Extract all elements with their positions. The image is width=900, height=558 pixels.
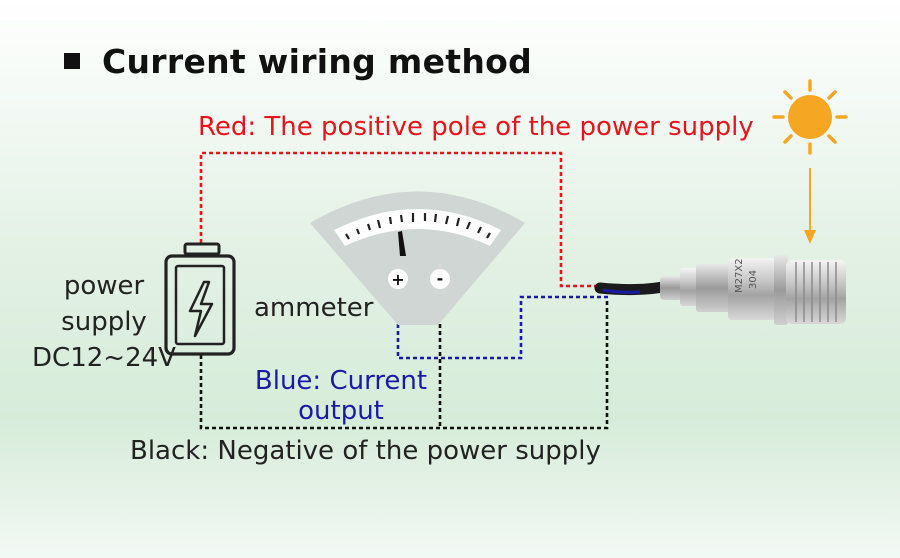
- page-title: Current wiring method: [102, 41, 533, 81]
- power-supply-line-1: power: [63, 271, 145, 301]
- bullet-square-icon: [64, 53, 80, 69]
- title-row: Current wiring method: [64, 36, 532, 86]
- lightning-icon: [188, 280, 214, 338]
- power-supply-line-2: supply: [61, 307, 147, 337]
- ammeter-plus-terminal: +: [391, 270, 404, 289]
- power-supply-label: power supply DC12~24V: [14, 268, 194, 376]
- ammeter-icon: + -: [310, 191, 525, 325]
- blue-wire-label: Blue: Current output: [236, 366, 446, 426]
- blue-wire: [396, 289, 610, 360]
- sensor-marking-thread: M27X2: [734, 258, 745, 293]
- blue-wire-label-line-1: Blue: Current: [254, 366, 428, 396]
- ammeter-minus-terminal: -: [437, 269, 444, 288]
- sun-icon: [772, 79, 848, 244]
- pressure-sensor-icon: M27X2 304: [594, 255, 846, 325]
- red-wire: [199, 151, 600, 288]
- black-wire-label: Black: Negative of the power supply: [130, 436, 601, 466]
- blue-wire-label-line-2: output: [298, 396, 384, 426]
- ammeter-label: ammeter: [254, 293, 374, 323]
- battery-icon: [164, 242, 236, 356]
- red-wire-label: Red: The positive pole of the power supp…: [198, 112, 754, 142]
- power-supply-voltage: DC12~24V: [32, 343, 176, 373]
- sensor-marking-material: 304: [748, 270, 759, 289]
